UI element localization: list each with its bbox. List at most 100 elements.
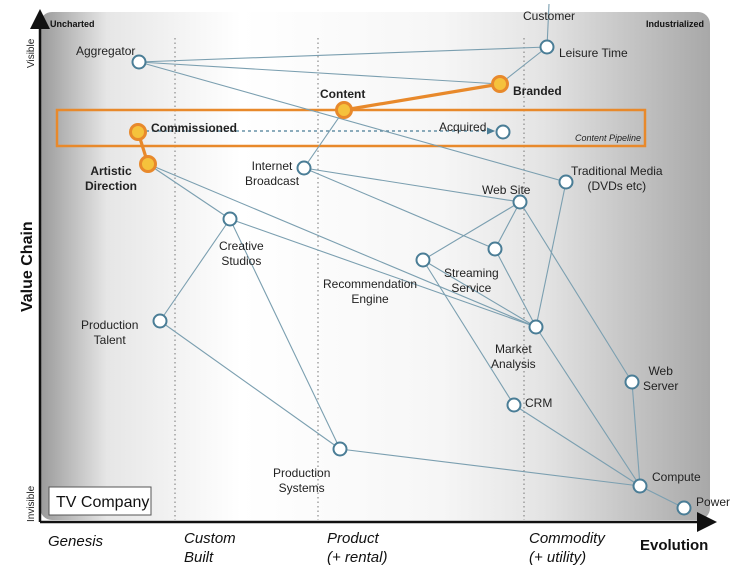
node-artistic[interactable] — [139, 155, 157, 173]
link-market-compute — [535, 326, 641, 487]
label-content: Content — [320, 87, 365, 101]
highlight-link-content-branded — [343, 82, 501, 112]
label-aggregator: Aggregator — [76, 44, 135, 58]
label-branded-line-1: Branded — [513, 84, 562, 98]
corner-label-uncharted: Uncharted — [50, 19, 95, 29]
label-acquired-line-1: Acquired — [439, 120, 486, 134]
link-artistic-market — [147, 163, 537, 328]
link-website-webserver — [519, 201, 633, 383]
stage-sublabel-product: (+ rental) — [327, 549, 387, 566]
node-leisure[interactable] — [539, 39, 555, 55]
link-aggregator-leisure — [138, 46, 548, 63]
label-market-line-1: Market — [495, 342, 532, 356]
stage-sublabel-commodity: (+ utility) — [529, 549, 586, 566]
link-tradmedia-market — [535, 181, 567, 328]
node-streaming[interactable] — [487, 241, 503, 257]
label-artistic-line-2: Direction — [85, 179, 137, 193]
label-artistic-line-1: Artistic — [90, 164, 132, 178]
node-creative[interactable] — [222, 211, 238, 227]
company-title: TV Company — [56, 494, 149, 511]
node-acquired[interactable] — [495, 124, 511, 140]
node-internet[interactable] — [296, 160, 312, 176]
node-commissioned[interactable] — [129, 123, 147, 141]
content-pipeline-label: Content Pipeline — [575, 133, 641, 143]
label-leisure-line-1: Leisure Time — [559, 46, 628, 60]
label-commissioned: Commissioned — [151, 121, 237, 135]
label-branded: Branded — [513, 84, 562, 98]
label-aggregator-line-1: Aggregator — [76, 44, 135, 58]
node-crm[interactable] — [506, 397, 522, 413]
label-tradmedia: Traditional Media(DVDs etc) — [571, 164, 663, 193]
node-prodsys[interactable] — [332, 441, 348, 457]
label-power: Power — [696, 495, 730, 509]
label-creative-line-2: Studios — [221, 254, 261, 268]
x-axis-label: Evolution — [640, 537, 708, 554]
stage-labels: Genesis Custom Built Product (+ rental) … — [48, 530, 606, 566]
label-streaming-line-2: Service — [451, 281, 491, 295]
link-leisure-branded — [499, 46, 548, 85]
stage-label-genesis: Genesis — [48, 533, 104, 550]
map-background — [40, 12, 710, 520]
node-content[interactable] — [335, 101, 353, 119]
node-webserver[interactable] — [624, 374, 640, 390]
label-internet-line-2: Broadcast — [245, 174, 300, 188]
label-customer-line-1: Customer — [523, 9, 575, 23]
link-recommendation-market — [422, 259, 537, 328]
stage-label-product: Product — [327, 530, 380, 547]
label-recommendation-line-2: Engine — [351, 292, 389, 306]
label-website: Web Site — [482, 183, 531, 197]
label-talent-line-2: Talent — [94, 333, 127, 347]
link-creative-talent — [159, 218, 231, 322]
link-recommendation-crm — [422, 259, 515, 406]
label-tradmedia-line-1: Traditional Media — [571, 164, 663, 178]
components — [129, 39, 692, 516]
label-prodsys-line-2: Systems — [279, 481, 325, 495]
node-aggregator[interactable] — [131, 54, 147, 70]
link-prodsys-compute — [339, 448, 641, 487]
label-content-line-1: Content — [320, 87, 365, 101]
node-market[interactable] — [528, 319, 544, 335]
label-internet-line-1: Internet — [252, 159, 293, 173]
node-talent[interactable] — [152, 313, 168, 329]
label-acquired: Acquired — [439, 120, 486, 134]
node-power[interactable] — [676, 500, 692, 516]
label-crm: CRM — [525, 396, 552, 410]
node-branded[interactable] — [491, 75, 509, 93]
label-streaming-line-1: Streaming — [444, 266, 499, 280]
corner-label-industrialized: Industrialized — [646, 19, 704, 29]
label-talent-line-1: Production — [81, 318, 138, 332]
y-axis-top-label: Visible — [26, 38, 37, 68]
link-webserver-compute — [631, 381, 641, 487]
stage-sublabel-custom: Built — [184, 549, 214, 566]
label-webserver-line-2: Server — [643, 379, 678, 393]
y-axis-label: Value Chain — [19, 221, 36, 312]
link-website-streaming — [494, 201, 521, 250]
label-crm-line-1: CRM — [525, 396, 552, 410]
link-website-recommendation — [422, 201, 521, 261]
label-prodsys-line-1: Production — [273, 466, 330, 480]
dependency-links — [138, 3, 685, 509]
y-axis-bottom-label: Invisible — [26, 485, 37, 522]
link-internet-website — [303, 167, 521, 203]
label-power-line-1: Power — [696, 495, 730, 509]
label-creative-line-1: Creative — [219, 239, 264, 253]
node-compute[interactable] — [632, 478, 648, 494]
label-compute-line-1: Compute — [652, 470, 701, 484]
label-compute: Compute — [652, 470, 701, 484]
label-webserver-line-1: Web — [648, 364, 673, 378]
node-website[interactable] — [512, 194, 528, 210]
node-recommendation[interactable] — [415, 252, 431, 268]
link-content-internet — [303, 109, 345, 169]
label-tradmedia-line-2: (DVDs etc) — [587, 179, 646, 193]
link-artistic-creative — [147, 163, 231, 220]
link-aggregator-tradmedia — [138, 61, 567, 183]
node-tradmedia[interactable] — [558, 174, 574, 190]
